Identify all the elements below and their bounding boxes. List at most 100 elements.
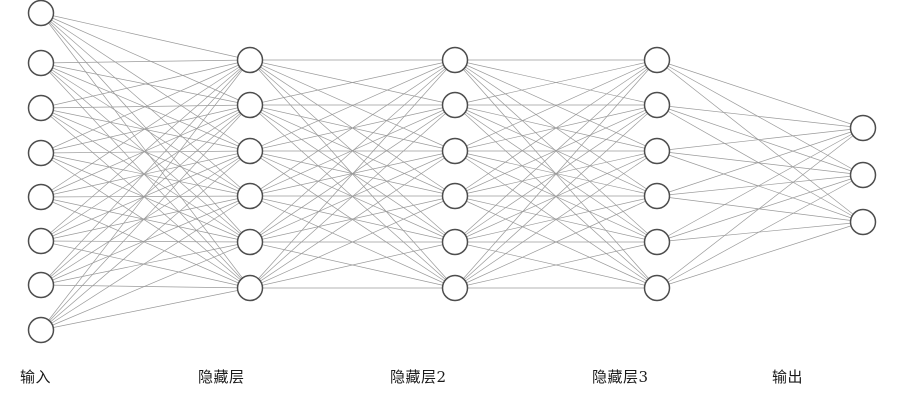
node-input-5 (27, 183, 55, 211)
edge (249, 59, 456, 152)
edge (40, 104, 251, 198)
edge (656, 59, 864, 129)
node-hidden1-5 (236, 228, 264, 256)
node-output-1 (849, 114, 877, 142)
node-hidden3-3 (643, 137, 671, 165)
node-input-2 (27, 49, 55, 77)
edge (40, 152, 251, 197)
edge (656, 104, 864, 176)
edge (40, 59, 251, 242)
edge (656, 127, 864, 289)
edge (249, 195, 456, 243)
layer-label-output: 输出 (772, 368, 804, 386)
edge (40, 12, 251, 243)
edge (40, 59, 251, 154)
node-hidden1-2 (236, 91, 264, 119)
edge (40, 59, 251, 198)
node-input-6 (27, 227, 55, 255)
edge (656, 104, 864, 129)
node-hidden3-1 (643, 46, 671, 74)
edge (40, 152, 251, 243)
edge (454, 59, 658, 243)
edge (40, 12, 251, 61)
layer-label-hidden2: 隐藏层2 (390, 368, 447, 386)
edge (40, 107, 251, 152)
edge (40, 59, 251, 64)
node-input-7 (27, 271, 55, 299)
edge-bundle-hidden3-to-output (656, 59, 864, 289)
edge (40, 196, 251, 243)
node-hidden1-3 (236, 137, 264, 165)
edge (454, 195, 658, 289)
node-hidden3-2 (643, 91, 671, 119)
edge (249, 150, 456, 289)
nodes-group (27, 0, 877, 344)
edge (249, 195, 456, 289)
edge-bundle-hidden1-to-hidden2 (249, 59, 456, 289)
node-input-4 (27, 139, 55, 167)
node-hidden3-6 (643, 274, 671, 302)
edge (454, 104, 658, 197)
edge (40, 240, 251, 289)
edge (40, 152, 251, 289)
edge (454, 59, 658, 106)
layer-nodes-input (27, 0, 55, 344)
edge (40, 62, 251, 243)
edge (40, 195, 251, 242)
edge (454, 150, 658, 289)
edge (40, 195, 251, 198)
edge (40, 241, 251, 331)
edge (249, 59, 456, 197)
layer-label-hidden3: 隐藏层3 (592, 368, 649, 386)
node-output-3 (849, 208, 877, 236)
edge (249, 241, 456, 289)
edge (40, 196, 251, 289)
edge (40, 240, 251, 243)
edge (454, 59, 658, 289)
edge (40, 12, 251, 152)
edge (249, 104, 456, 289)
edge (656, 59, 864, 176)
node-hidden3-5 (643, 228, 671, 256)
node-hidden2-1 (441, 46, 469, 74)
edge (40, 59, 251, 109)
edge (656, 174, 864, 243)
edge-bundle-hidden2-to-hidden3 (454, 59, 658, 289)
edge-bundle-input-to-hidden1 (40, 12, 251, 331)
edge (40, 287, 251, 331)
edge (40, 150, 251, 154)
node-output-2 (849, 161, 877, 189)
edge (40, 62, 251, 152)
edge (656, 174, 864, 289)
edge (656, 150, 864, 176)
layer-nodes-hidden3 (643, 46, 671, 302)
layer-label-hidden1: 隐藏层 (198, 368, 245, 386)
node-hidden2-6 (441, 274, 469, 302)
edge (656, 150, 864, 223)
edge (656, 195, 864, 223)
edge (656, 104, 864, 223)
edge (40, 284, 251, 289)
node-input-1 (27, 0, 55, 27)
edge (656, 127, 864, 152)
edge (40, 59, 251, 331)
edge (656, 221, 864, 289)
edge (454, 104, 658, 289)
node-hidden3-4 (643, 182, 671, 210)
edge (40, 195, 251, 331)
layer-label-input: 输入 (20, 368, 52, 386)
node-hidden1-6 (236, 274, 264, 302)
node-input-8 (27, 316, 55, 344)
node-input-3 (27, 94, 55, 122)
layer-nodes-hidden2 (441, 46, 469, 302)
edge (454, 195, 658, 243)
edge (249, 59, 456, 243)
edge (656, 221, 864, 243)
node-hidden2-5 (441, 228, 469, 256)
node-hidden2-4 (441, 182, 469, 210)
edge (249, 59, 456, 106)
edge (249, 104, 456, 197)
edge (454, 59, 658, 152)
layer-nodes-output (849, 114, 877, 236)
